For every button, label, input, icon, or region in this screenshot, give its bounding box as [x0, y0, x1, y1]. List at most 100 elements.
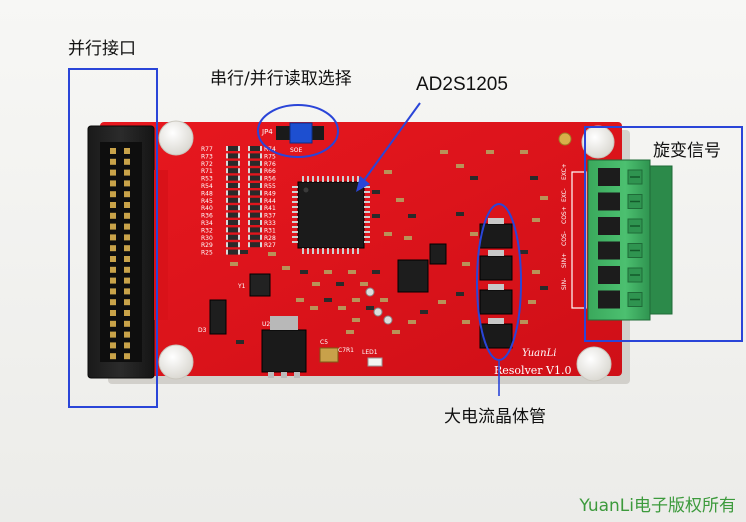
resistor-pad — [238, 153, 240, 159]
resistor-ref: R48 — [201, 190, 213, 197]
resistor-ref: R76 — [264, 161, 276, 168]
chip-pin — [302, 176, 304, 182]
resistor-pad — [238, 234, 240, 240]
smd-component — [440, 150, 448, 154]
resistor-pad — [226, 220, 228, 225]
resistor-ref: R53 — [201, 176, 213, 183]
smd-component — [420, 310, 428, 314]
chip-pin — [312, 176, 314, 182]
resistor — [250, 205, 260, 211]
led-label: LED1 — [362, 349, 378, 356]
resistor-pad — [260, 175, 262, 181]
smd-component — [380, 298, 388, 302]
smd-component — [470, 176, 478, 180]
chip-pin — [337, 248, 339, 254]
transistor-body — [479, 255, 513, 281]
smd-component — [392, 330, 400, 334]
smd-component — [352, 298, 360, 302]
chip-pin — [322, 176, 324, 182]
smd-component — [338, 306, 346, 310]
resistor-pad — [226, 205, 228, 211]
chip-pin — [292, 211, 298, 213]
label-chip: AD2S1205 — [416, 74, 508, 95]
resistor-pad — [238, 183, 240, 188]
diode-label: D3 — [198, 327, 207, 334]
watermark: YuanLi电子版权所有 — [579, 496, 736, 516]
resistor — [228, 234, 238, 240]
smd-component — [268, 252, 276, 256]
resistor — [228, 220, 238, 225]
resistor-pad — [248, 175, 250, 181]
smd-component — [470, 232, 478, 236]
resistor — [250, 153, 260, 159]
resistor — [250, 242, 260, 248]
chip-pin — [292, 226, 298, 228]
resistor-pad — [260, 197, 262, 203]
resistor-pad — [226, 234, 228, 240]
chip-pin — [292, 191, 298, 193]
resistor-pad — [248, 234, 250, 240]
chip-pin — [364, 201, 370, 203]
smd-passives — [230, 150, 548, 344]
crystal-label: Y1 — [237, 283, 246, 290]
regulator-u2 — [261, 316, 307, 378]
chip-pin — [292, 221, 298, 223]
smd-component — [348, 270, 356, 274]
resistor-pad — [260, 242, 262, 248]
smd-component — [230, 262, 238, 266]
resistor — [250, 160, 260, 166]
smd-component — [240, 250, 248, 254]
terminal-slot — [598, 217, 620, 235]
resistor-ref: R44 — [264, 198, 276, 205]
resistor-pad — [248, 227, 250, 233]
board-brand: YuanLi — [522, 348, 556, 359]
resistor-ref: R34 — [201, 220, 213, 227]
smd-component — [520, 320, 528, 324]
resistor-pad — [226, 212, 228, 218]
jumper-sublabel: SOE — [290, 147, 303, 154]
smd-component — [310, 306, 318, 310]
header-pin — [110, 256, 116, 262]
via-capacitor — [373, 307, 383, 317]
resistor-array-right: R74R75R76R66R56R55R49R44R41R37R33R31R28R… — [248, 146, 276, 249]
resistor — [250, 175, 260, 181]
chip-pin — [292, 241, 298, 243]
resistor-pad — [248, 205, 250, 211]
resistor-ref: R27 — [264, 242, 276, 249]
header-pin — [110, 245, 116, 252]
connector-pin-label: COS- — [561, 231, 568, 246]
chip-pin — [292, 231, 298, 233]
highlight-box-parallel — [68, 68, 158, 408]
chip-pin — [307, 176, 309, 182]
standoff-top-left — [158, 120, 194, 156]
smd-component — [372, 214, 380, 218]
header-pin — [110, 169, 116, 176]
header-pin — [110, 299, 116, 306]
smd-component — [296, 298, 304, 302]
chip-pin — [292, 236, 298, 238]
box-header-slot — [100, 142, 142, 362]
resistor-ref: R33 — [264, 220, 276, 227]
resistor — [228, 242, 238, 248]
smd-component — [360, 282, 368, 286]
resistor-pad — [226, 197, 228, 203]
ad2s1205-chip — [292, 176, 370, 254]
header-pin — [110, 234, 116, 241]
chip-pin — [364, 211, 370, 213]
header-pin — [124, 245, 130, 252]
smd-component — [366, 306, 374, 310]
resistor — [228, 175, 238, 181]
label-resolver-signal: 旋变信号 — [653, 141, 721, 161]
resistor-ref: R45 — [201, 198, 213, 205]
chip-pin — [364, 186, 370, 188]
chip-pin — [352, 248, 354, 254]
resistor-pad — [260, 160, 262, 166]
smd-component — [486, 150, 494, 154]
resistor-ref: R31 — [264, 227, 276, 234]
smd-component — [528, 300, 536, 304]
smd-component — [520, 150, 528, 154]
resistor-pad — [238, 212, 240, 218]
connector-pin-label: EXC+ — [561, 163, 568, 180]
